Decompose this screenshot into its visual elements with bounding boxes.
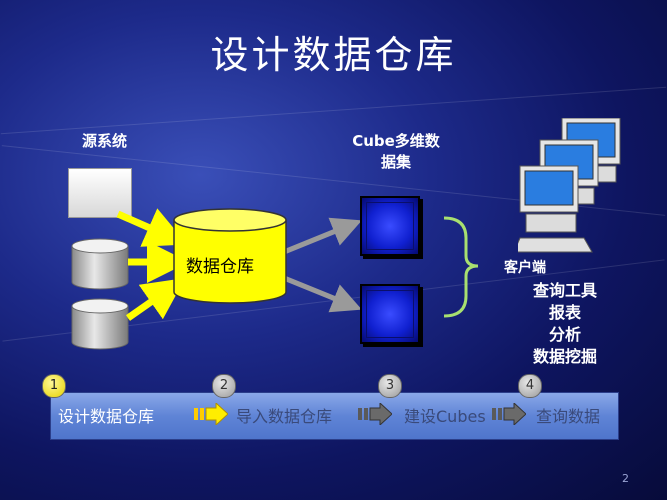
arrow-warehouse-to-cube2: [283, 275, 362, 313]
step-arrow-icon: [194, 403, 228, 425]
client-tool-item: 报表: [548, 303, 581, 322]
data-warehouse-label: 数据仓库: [186, 257, 254, 277]
client-label: 客户端: [504, 260, 546, 276]
cube-icon: [360, 196, 420, 256]
data-warehouse-icon: [173, 208, 287, 304]
step-number-1: 1: [42, 374, 66, 398]
source-database-icon: [71, 298, 129, 350]
client-tools-list: 查询工具 报表 分析 数据挖掘: [495, 280, 635, 368]
arrow-db2-to-warehouse: [125, 277, 186, 321]
source-database-icon: [71, 238, 129, 290]
step-label-4: 查询数据: [536, 407, 601, 426]
step-arrow-icon: [358, 403, 392, 425]
cube-label-line2: 据集: [380, 153, 411, 171]
source-systems-label: 源系统: [82, 132, 128, 150]
step-number-4: 4: [518, 374, 542, 398]
client-tool-item: 分析: [548, 325, 581, 344]
step-number-3: 3: [378, 374, 402, 398]
cube-icon: [360, 284, 420, 344]
arrow-doc-to-warehouse: [116, 208, 188, 247]
step-label-1: 设计数据仓库: [58, 407, 155, 426]
source-document-icon: [68, 168, 132, 218]
step-label-2: 导入数据仓库: [236, 407, 333, 426]
client-computers-icon: [518, 118, 621, 253]
page-number: 2: [622, 472, 629, 485]
cube-label-line1: Cube多维数: [352, 132, 440, 150]
arrow-warehouse-to-cube1: [283, 217, 362, 255]
client-bracket: [443, 216, 479, 318]
client-tool-item: 查询工具: [532, 281, 597, 300]
step-arrow-icon: [492, 403, 526, 425]
cube-label: Cube多维数 据集: [346, 130, 446, 172]
step-number-2: 2: [212, 374, 236, 398]
step-label-3: 建设Cubes: [404, 407, 486, 426]
slide-title: 设计数据仓库: [210, 33, 457, 77]
client-tool-item: 数据挖掘: [532, 347, 597, 366]
